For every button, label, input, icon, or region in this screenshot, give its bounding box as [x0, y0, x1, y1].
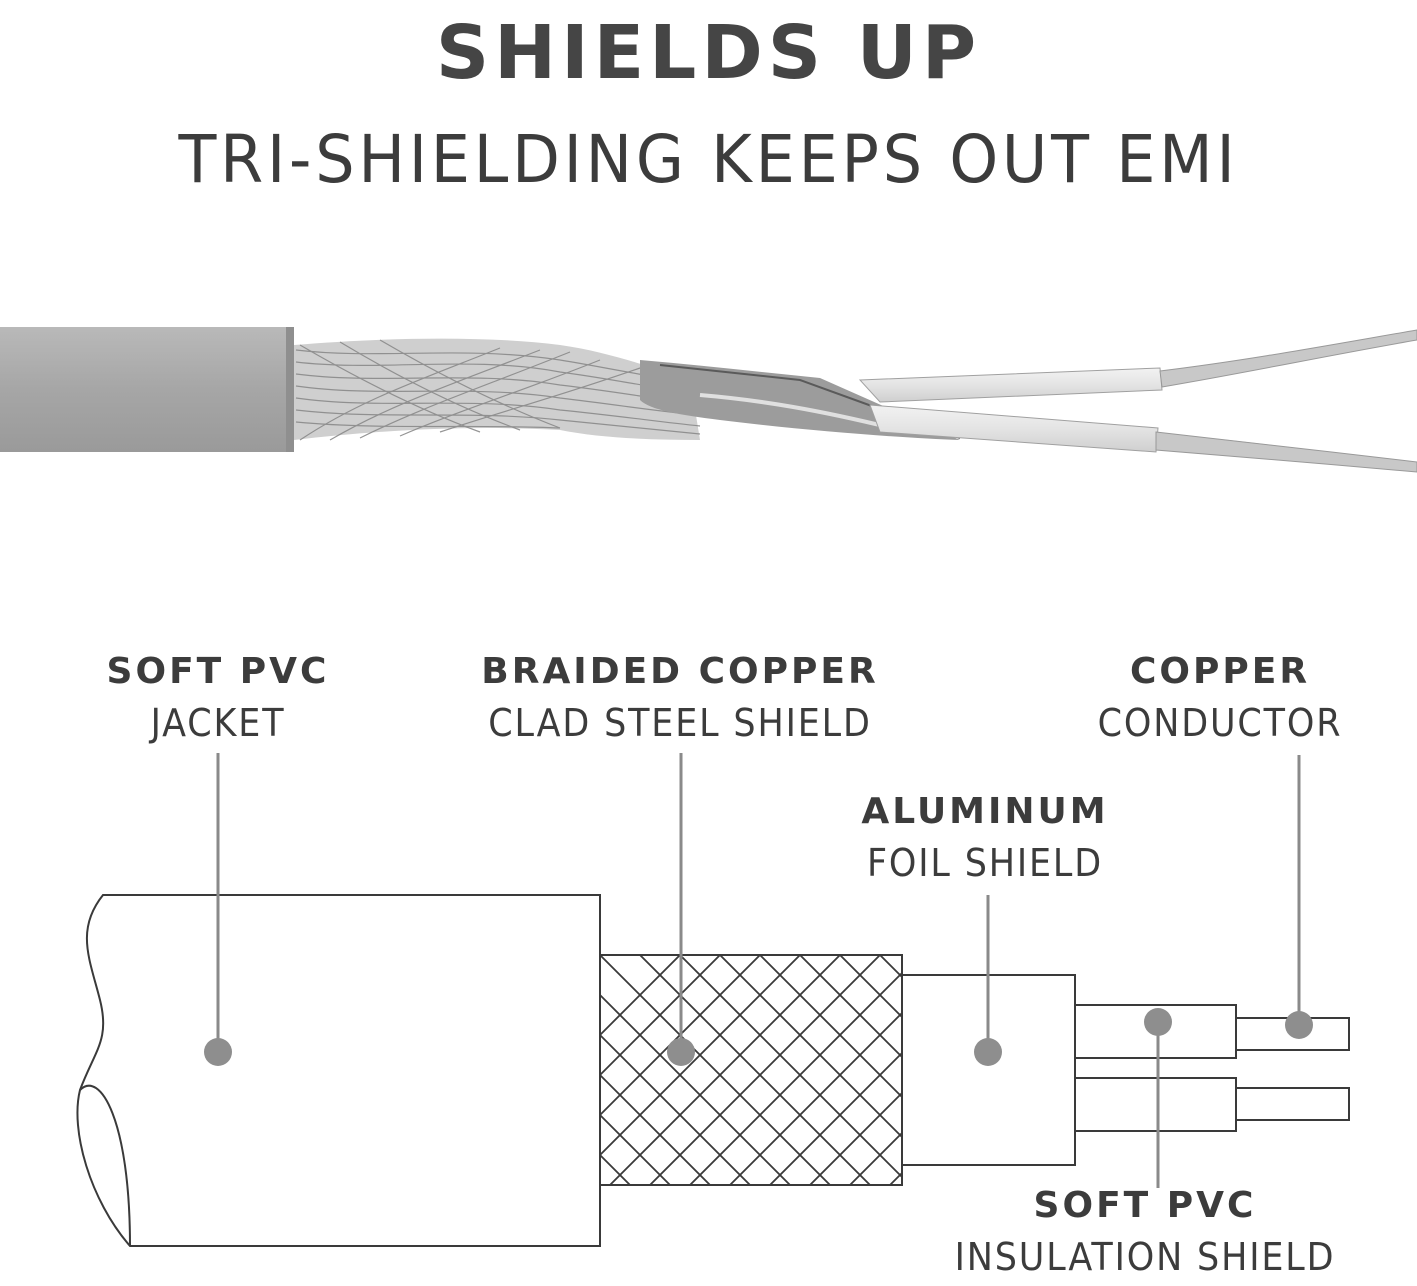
label-braid-regular: CLAD STEEL SHIELD [488, 701, 872, 745]
photo-jacket [0, 327, 294, 452]
page-subtitle: TRI-SHIELDING KEEPS OUT EMI [178, 121, 1239, 198]
label-conductor: COPPER CONDUCTOR [1075, 648, 1365, 750]
label-conductor-regular: CONDUCTOR [1097, 701, 1343, 745]
diagram-conductor-lower [1235, 1087, 1350, 1121]
diagram-braid [599, 954, 903, 1186]
label-braid: BRAIDED COPPER CLAD STEEL SHIELD [450, 648, 910, 750]
label-foil-regular: FOIL SHIELD [866, 841, 1104, 885]
label-braid-bold: BRAIDED COPPER [481, 651, 879, 692]
label-foil: ALUMINUM FOIL SHIELD [840, 788, 1130, 890]
diagram-conductor-upper [1235, 1017, 1350, 1051]
diagram-insulation-lower [1074, 1077, 1237, 1132]
diagram-foil [901, 974, 1076, 1166]
photo-wire-upper-insulation [858, 367, 1163, 403]
label-jacket-bold: SOFT PVC [106, 651, 330, 692]
label-insulation-bold: SOFT PVC [1033, 1185, 1257, 1226]
dot-jacket [204, 1038, 232, 1066]
dot-conductor [1285, 1011, 1313, 1039]
photo-wire-lower-insulation [869, 404, 1159, 453]
cable-photo [0, 327, 1417, 473]
page-title: SHIELDS UP [435, 10, 982, 96]
dot-foil [974, 1038, 1002, 1066]
label-jacket-regular: JACKET [150, 701, 286, 745]
label-insulation-regular: INSULATION SHIELD [954, 1235, 1336, 1279]
label-insulation: SOFT PVC INSULATION SHIELD [925, 1182, 1365, 1284]
diagram-insulation-upper [1074, 1004, 1237, 1059]
dot-insulation [1144, 1008, 1172, 1036]
diagram-braid-mesh [600, 955, 902, 1185]
diagram-jacket [76, 894, 601, 1247]
label-jacket: SOFT PVC JACKET [88, 648, 348, 750]
label-foil-bold: ALUMINUM [861, 791, 1109, 832]
dot-braid [667, 1038, 695, 1066]
label-conductor-bold: COPPER [1129, 651, 1311, 692]
